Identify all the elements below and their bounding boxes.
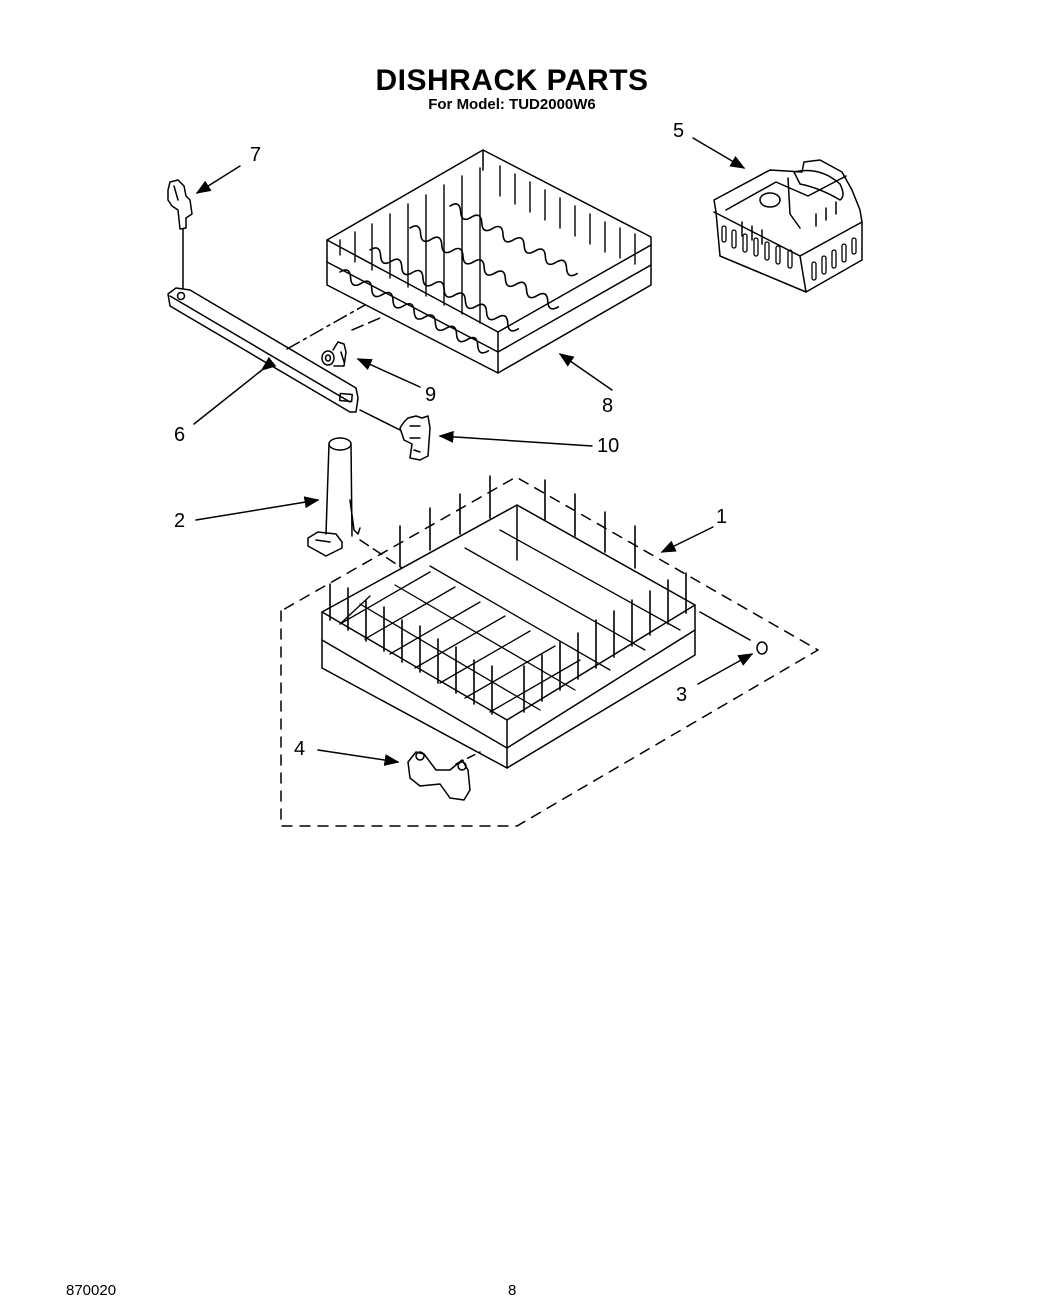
page-title: DISHRACK PARTS bbox=[375, 64, 649, 97]
callout-8: 8 bbox=[602, 395, 614, 417]
page-number: 8 bbox=[508, 1282, 517, 1299]
callout-2: 2 bbox=[174, 510, 186, 532]
part-7-end-cap-drawing bbox=[168, 166, 240, 288]
part-4-roller-assembly-drawing bbox=[318, 750, 480, 800]
callout-5: 5 bbox=[673, 120, 685, 142]
part-5-basket-drawing bbox=[693, 138, 862, 292]
model-subtitle: For Model: TUD2000W6 bbox=[428, 96, 596, 113]
callout-1: 1 bbox=[716, 506, 728, 528]
callout-3: 3 bbox=[676, 684, 688, 706]
part-8-upper-rack-drawing bbox=[327, 150, 651, 390]
callout-7: 7 bbox=[250, 144, 262, 166]
part-6-track-drawing bbox=[168, 288, 400, 430]
part-10-stop-drawing bbox=[400, 416, 592, 460]
document-number: 870020 bbox=[66, 1282, 117, 1299]
part-9-roller-drawing bbox=[322, 318, 420, 387]
callout-9: 9 bbox=[425, 384, 437, 406]
callout-4: 4 bbox=[294, 738, 306, 760]
part-3-roller-drawing bbox=[698, 612, 767, 684]
callout-10: 10 bbox=[597, 435, 620, 457]
part-1-lower-rack-drawing bbox=[281, 476, 818, 826]
callout-6: 6 bbox=[174, 424, 186, 446]
part-2-tower-drawing bbox=[196, 438, 402, 568]
